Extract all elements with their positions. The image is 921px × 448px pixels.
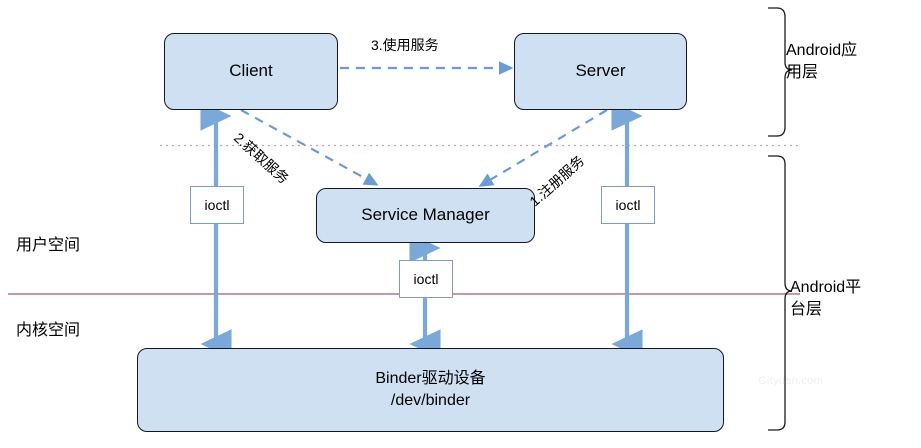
node-binder-driver-text: Binder驱动设备 /dev/binder	[375, 368, 485, 411]
edge-label-register-service: 1.注册服务	[526, 152, 588, 210]
arrow-server-servicemanager-register	[478, 109, 608, 187]
node-server[interactable]: Server	[514, 33, 687, 110]
ioctl-box-service-manager[interactable]: ioctl	[399, 260, 453, 298]
ioctl-box-service-manager-label: ioctl	[413, 271, 439, 287]
node-service-manager[interactable]: Service Manager	[316, 188, 535, 243]
node-service-manager-label: Service Manager	[361, 205, 490, 225]
ioctl-box-server-label: ioctl	[615, 197, 641, 213]
watermark: Gityuan.com	[758, 375, 824, 387]
label-kernel-space: 内核空间	[16, 322, 81, 339]
edge-label-acquire-service: 2.获取服务	[230, 129, 292, 187]
node-binder-driver-line2: /dev/binder	[390, 392, 471, 409]
node-binder-driver[interactable]: Binder驱动设备 /dev/binder	[137, 348, 724, 432]
ioctl-box-client-label: ioctl	[204, 197, 230, 213]
node-binder-driver-line1: Binder驱动设备	[375, 370, 486, 388]
brace-platform-layer	[768, 155, 793, 431]
ioctl-box-server[interactable]: ioctl	[601, 186, 655, 224]
label-user-space: 用户空间	[16, 237, 81, 254]
label-android-platform-layer: Android平 台层	[790, 279, 862, 318]
edge-label-use-service: 3.使用服务	[371, 37, 439, 53]
node-client[interactable]: Client	[164, 33, 338, 110]
node-server-label: Server	[575, 61, 626, 81]
node-client-label: Client	[229, 61, 273, 81]
label-android-app-layer: Android应 用层	[786, 42, 858, 81]
ioctl-box-client[interactable]: ioctl	[190, 186, 244, 224]
